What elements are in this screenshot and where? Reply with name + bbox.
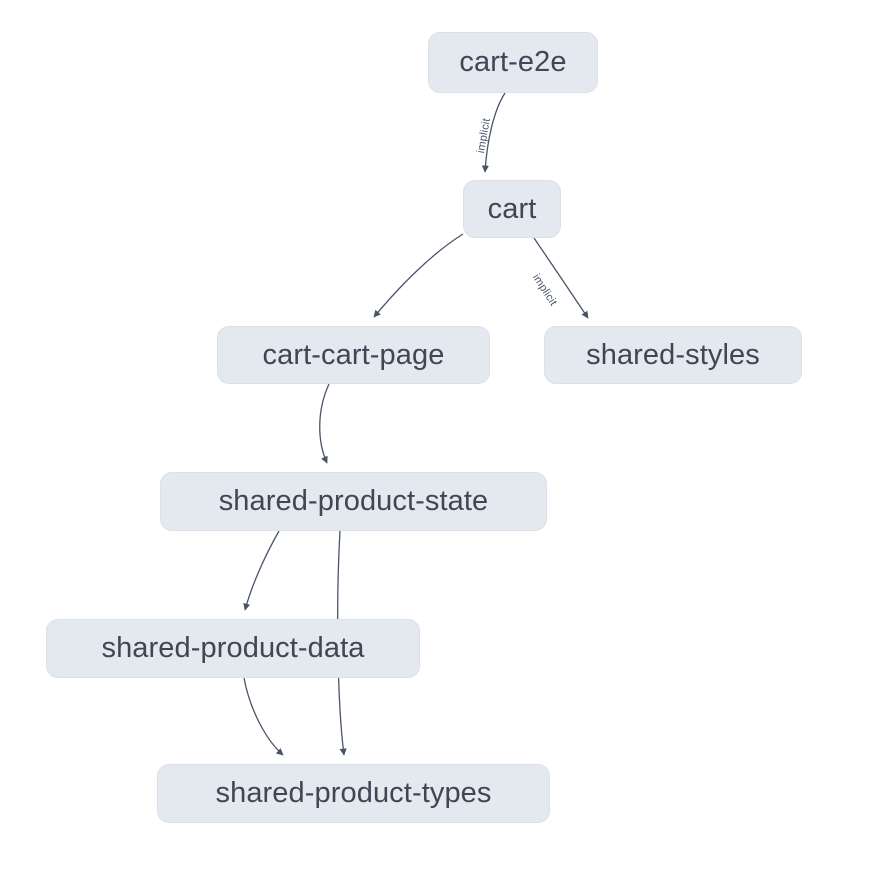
graph-node-label: cart-cart-page [262, 338, 445, 371]
graph-edge [373, 233, 464, 318]
graph-node-cart[interactable]: cart [463, 180, 561, 238]
graph-edge [243, 677, 284, 756]
graph-node-cart-e2e[interactable]: cart-e2e [428, 32, 598, 93]
graph-edge [319, 383, 330, 464]
graph-node-shared-styles[interactable]: shared-styles [544, 326, 802, 384]
edge-label-implicit: implicit [475, 117, 493, 155]
graph-node-shared-product-data[interactable]: shared-product-data [46, 619, 420, 678]
graph-node-label: shared-styles [586, 338, 760, 371]
edge-label-implicit: implicit [529, 272, 560, 309]
graph-node-label: shared-product-types [215, 777, 492, 809]
graph-node-label: shared-product-state [218, 485, 489, 517]
graph-node-cart-cart-page[interactable]: cart-cart-page [217, 326, 490, 384]
graph-node-shared-product-types[interactable]: shared-product-types [157, 764, 550, 823]
graph-node-label: cart-e2e [459, 46, 567, 78]
graph-node-shared-product-state[interactable]: shared-product-state [160, 472, 547, 531]
graph-edge [243, 530, 280, 611]
graph-node-label: cart [487, 192, 537, 225]
graph-node-label: shared-product-data [101, 632, 365, 664]
